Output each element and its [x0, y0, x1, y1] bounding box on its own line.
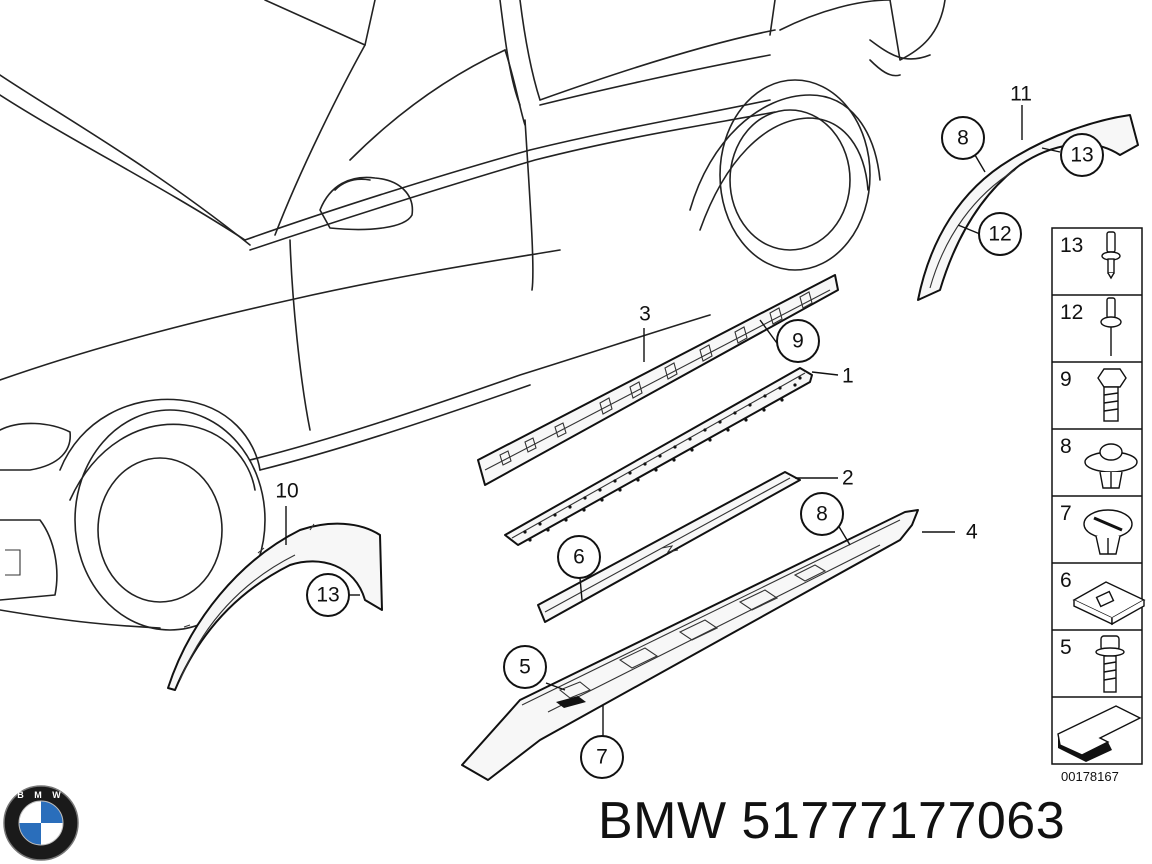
collar-screw-icon: [1095, 635, 1125, 693]
callout-13b: 13: [1070, 144, 1093, 167]
legend-num-6: 6: [1060, 569, 1072, 592]
callout-7: 7: [596, 746, 608, 769]
fastener-legend: 13 12 9 8 7 6 5: [1051, 227, 1146, 784]
legend-num-12: 12: [1060, 301, 1083, 324]
hex-bolt-icon: [1097, 368, 1127, 422]
diagram-id: 00178167: [1061, 769, 1119, 784]
legend-num-13: 13: [1060, 234, 1083, 257]
callout-2: 2: [842, 467, 854, 490]
front-wheel-arch-part: [167, 522, 383, 691]
callout-circle-12: [978, 212, 1022, 256]
direction-arrow-icon: [1057, 705, 1142, 762]
callout-9: 9: [792, 330, 804, 353]
push-rivet-icon: [1101, 231, 1121, 280]
legend-num-9: 9: [1060, 368, 1072, 391]
callout-circle-13b: [1060, 133, 1104, 177]
legend-num-5: 5: [1060, 636, 1072, 659]
rear-wheel-arch-part: [917, 114, 1139, 301]
bmw-logo-text: B M W: [17, 790, 65, 800]
vehicle-outline: [0, 0, 946, 631]
clip-plate-icon: [1072, 581, 1146, 626]
mounting-rail-part: [477, 274, 839, 486]
callout-10: 10: [275, 480, 298, 503]
callout-13a: 13: [316, 584, 339, 607]
callout-circle-8a: [800, 492, 844, 536]
callout-8a: 8: [816, 503, 828, 526]
callout-circle-6: [557, 535, 601, 579]
legend-num-7: 7: [1060, 502, 1072, 525]
sill-cover-part: [461, 509, 919, 781]
callout-circle-9: [776, 319, 820, 363]
callouts: 3 9 1 2 6 8 4 5 7 10 13 11 8 13 12: [275, 83, 1104, 779]
part-number-title: BMW 51777177063: [598, 792, 1066, 850]
callout-11: 11: [1010, 83, 1032, 106]
expanding-nut-icon: [1083, 509, 1133, 555]
callout-circle-13a: [306, 573, 350, 617]
legend-num-8: 8: [1060, 435, 1072, 458]
running-board-part: [504, 367, 813, 546]
bmw-logo: B M W: [3, 785, 79, 861]
plastic-clip-icon: [1084, 443, 1138, 489]
callout-circle-8b: [941, 116, 985, 160]
callout-circle-7: [580, 735, 624, 779]
callout-3: 3: [639, 303, 651, 326]
callout-5: 5: [519, 656, 531, 679]
callout-12: 12: [988, 223, 1011, 246]
callout-6: 6: [573, 546, 585, 569]
callout-4: 4: [966, 521, 978, 544]
callout-circle-5: [503, 645, 547, 689]
callout-1: 1: [842, 365, 854, 388]
leader-lines: [285, 105, 1061, 736]
trim-strip-part: [537, 471, 801, 623]
callout-8b: 8: [957, 127, 969, 150]
push-rivet-icon: [1100, 297, 1122, 356]
